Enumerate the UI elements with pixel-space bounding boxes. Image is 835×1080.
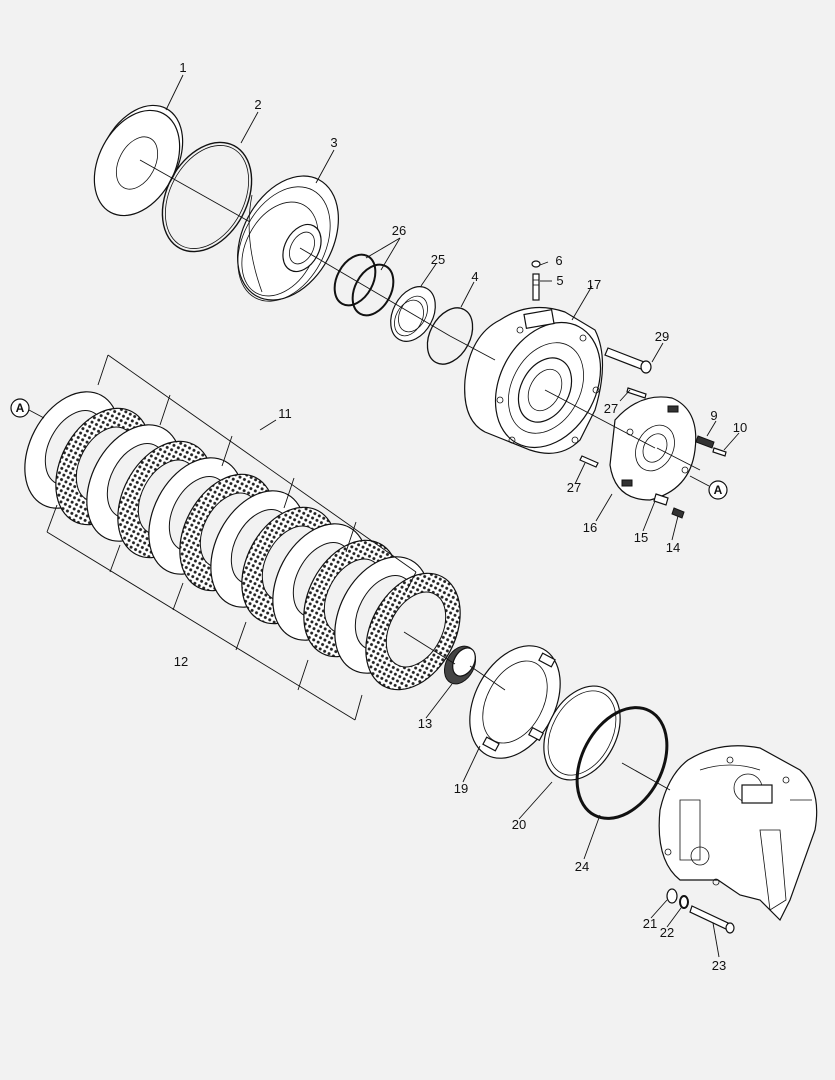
callout-4: 4 <box>471 269 478 284</box>
part-26-seal-rings <box>333 253 395 317</box>
part-24-o-ring <box>575 706 669 820</box>
reference-a-right: A <box>714 483 723 497</box>
callout-labels: 1 2 3 26 25 4 6 5 17 29 27 9 10 27 16 15… <box>174 60 747 973</box>
callout-25: 25 <box>431 252 445 267</box>
part-20-ring <box>543 685 621 781</box>
callout-22: 22 <box>660 925 674 940</box>
part-16-cover-plate <box>609 396 697 501</box>
part-23-bolt <box>689 905 735 934</box>
part-17-housing <box>464 306 604 454</box>
callout-23: 23 <box>712 958 726 973</box>
part-10-screw <box>712 447 727 457</box>
part-5-bleed-screw <box>532 273 540 301</box>
callout-27-lower: 27 <box>567 480 581 495</box>
part-21-washer <box>666 888 678 904</box>
callout-29: 29 <box>655 329 669 344</box>
reference-marker-left: A <box>10 398 45 419</box>
callout-17: 17 <box>587 277 601 292</box>
callout-21: 21 <box>643 916 657 931</box>
part-13-splined-hub <box>443 645 477 685</box>
reference-a-left: A <box>16 401 25 415</box>
part-22-washer <box>679 895 689 909</box>
callout-24: 24 <box>575 859 589 874</box>
callout-20: 20 <box>512 817 526 832</box>
part-6-cap <box>531 260 541 268</box>
callout-19: 19 <box>454 781 468 796</box>
part-3-piston <box>237 175 339 302</box>
part-9-spring <box>695 435 715 449</box>
callout-9: 9 <box>710 408 717 423</box>
reference-marker-right: A <box>689 475 728 500</box>
clutch-plate-pack <box>24 391 461 691</box>
callout-12: 12 <box>174 654 188 669</box>
callout-26: 26 <box>392 223 406 238</box>
part-19-pressure-plate <box>469 645 561 759</box>
part-29-bolt <box>604 347 652 374</box>
part-1-shim-disc <box>93 104 184 217</box>
leader-lines <box>139 74 740 958</box>
friction-plate <box>365 572 461 691</box>
callout-15: 15 <box>634 530 648 545</box>
callout-5: 5 <box>556 273 563 288</box>
callout-14: 14 <box>666 540 680 555</box>
part-14-screw <box>671 507 685 519</box>
plate-group-bracket <box>46 354 417 721</box>
callout-16: 16 <box>583 520 597 535</box>
part-27-pin-upper <box>626 387 647 399</box>
callout-10: 10 <box>733 420 747 435</box>
callout-1: 1 <box>179 60 186 75</box>
callout-2: 2 <box>254 97 261 112</box>
callout-11: 11 <box>278 406 292 421</box>
part-15-nut <box>653 493 669 506</box>
transmission-case <box>658 745 818 922</box>
callout-6: 6 <box>555 253 562 268</box>
callout-3: 3 <box>330 135 337 150</box>
part-27-pin-lower <box>579 455 599 468</box>
callout-13: 13 <box>418 716 432 731</box>
callout-27-upper: 27 <box>604 401 618 416</box>
